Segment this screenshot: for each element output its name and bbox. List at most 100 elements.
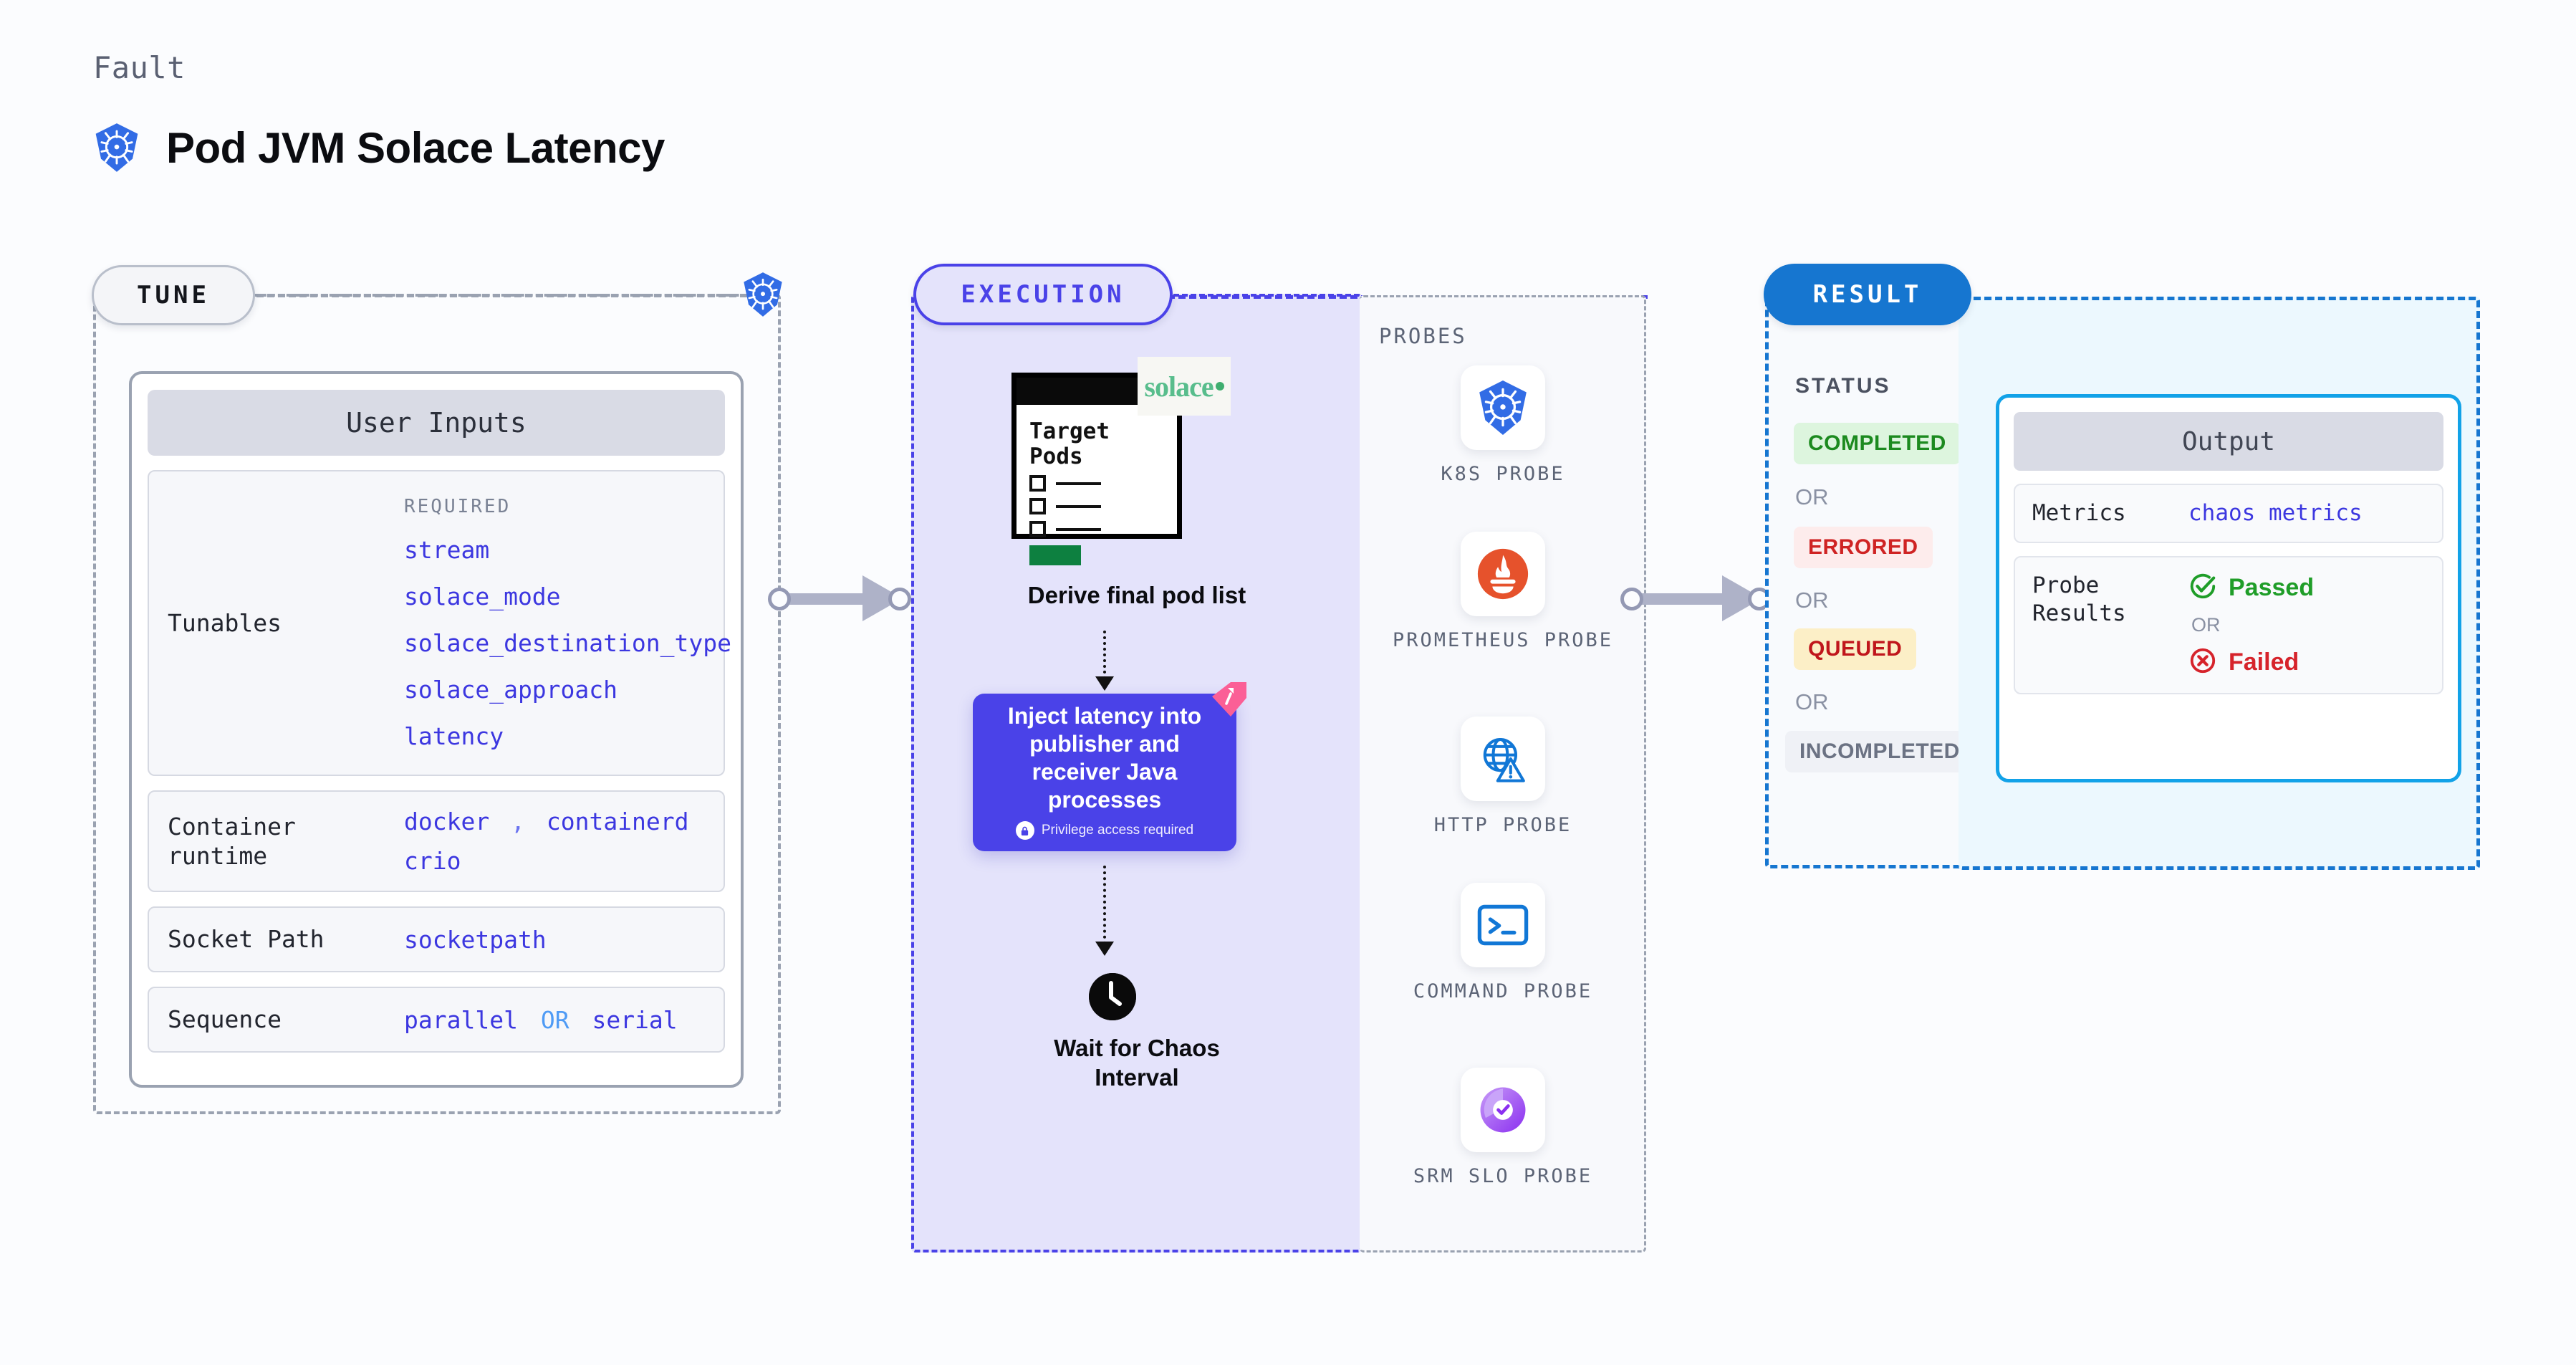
page-eyebrow: Fault [93, 50, 186, 85]
metrics-label: Metrics [2032, 500, 2126, 526]
x-circle-icon [2188, 646, 2217, 679]
tunable-solace-destination-type[interactable]: solace_destination_type [404, 629, 731, 657]
row-label-container-runtime: Container runtime [168, 812, 296, 870]
value-separator: , [511, 808, 525, 835]
doc-list-item [1029, 521, 1164, 538]
tunable-latency[interactable]: latency [404, 722, 504, 750]
required-label: REQUIRED [404, 496, 511, 517]
output-title: Output [2014, 412, 2443, 471]
tunable-stream[interactable]: stream [404, 536, 490, 564]
value-parallel[interactable]: parallel [404, 1005, 518, 1034]
kubernetes-icon [741, 271, 784, 322]
probe-item-http[interactable]: HTTP PROBE [1388, 717, 1618, 838]
probe-item-k8s[interactable]: K8S PROBE [1388, 365, 1618, 487]
table-row: Container runtime docker , containerd cr… [148, 790, 725, 892]
probe-results-label: Probe Results [2032, 572, 2126, 626]
output-card: Output Metrics chaos metrics Probe Resul… [1996, 394, 2461, 782]
status-badge-errored: ERRORED [1794, 527, 1933, 568]
row-label-sequence: Sequence [168, 1005, 282, 1034]
doc-list-item [1029, 475, 1164, 492]
kubernetes-icon [93, 122, 140, 173]
solace-dot-icon [1215, 382, 1224, 391]
privilege-note: Privilege access required [1015, 821, 1194, 840]
status-or-1: OR [1795, 484, 1829, 509]
probe-results-values: Passed OR Failed [2188, 572, 2314, 679]
node-caption-wait-interval: Wait for Chaos Interval [911, 1033, 1363, 1093]
tune-dashed-connector [256, 294, 758, 297]
probe-item-command[interactable]: COMMAND PROBE [1388, 883, 1618, 1005]
solace-wordmark: solace [1144, 370, 1213, 403]
node-caption-derive-pods: Derive final pod list [1027, 582, 1246, 608]
table-row: Socket Path socketpath [148, 906, 725, 972]
passed-label: Passed [2229, 573, 2315, 601]
row-values-container-runtime: docker , containerd crio [404, 808, 705, 875]
table-row: Tunables REQUIRED stream solace_mode sol… [148, 470, 731, 776]
probe-results-or: OR [2191, 613, 2221, 636]
doc-title-line2: Pods [1029, 443, 1083, 469]
probe-result-failed: Failed [2188, 646, 2314, 679]
probe-result-passed: Passed [2188, 572, 2314, 604]
result-pill-label[interactable]: RESULT [1764, 264, 1971, 325]
inject-latency-node[interactable]: Inject latency into publisher and receiv… [973, 694, 1236, 851]
target-pods-document-icon: Target Pods solace [1011, 357, 1231, 566]
user-inputs-card: User Inputs Tunables REQUIRED stream sol… [129, 371, 744, 1088]
doc-title-line1: Target [1029, 418, 1110, 444]
probe-label: COMMAND PROBE [1413, 980, 1593, 1002]
check-circle-icon [2188, 572, 2217, 604]
value-or: OR [540, 1005, 569, 1034]
tunable-solace-approach[interactable]: solace_approach [404, 676, 618, 704]
flow-arrow-icon [1095, 942, 1114, 956]
wait-caption-line2: Interval [1095, 1064, 1179, 1091]
wait-caption-line1: Wait for Chaos [1054, 1035, 1220, 1061]
table-row: Sequence parallel OR serial [148, 987, 725, 1053]
output-row-metrics: Metrics chaos metrics [2014, 484, 2443, 543]
probe-label: HTTP PROBE [1433, 814, 1572, 836]
user-inputs-title: User Inputs [148, 390, 725, 456]
status-or-2: OR [1795, 588, 1829, 613]
flow-arrow-icon [1095, 676, 1114, 691]
page-title-row: Pod JVM Solace Latency [93, 122, 665, 173]
flow-line [1103, 631, 1106, 679]
status-badge-incompleted: INCOMPLETED [1785, 731, 1974, 772]
probe-item-prometheus[interactable]: PROMETHEUS PROBE [1388, 532, 1618, 653]
value-crio[interactable]: crio [404, 847, 461, 875]
arrow-start-dot [1620, 588, 1643, 610]
status-or-3: OR [1795, 689, 1829, 714]
doc-progress-bar [1029, 545, 1081, 566]
probe-label: K8S PROBE [1441, 463, 1565, 485]
value-containerd[interactable]: containerd [546, 808, 689, 835]
failed-label: Failed [2229, 648, 2299, 676]
metrics-value[interactable]: chaos metrics [2188, 500, 2363, 527]
arrow-line [779, 593, 873, 605]
value-socketpath[interactable]: socketpath [404, 925, 547, 954]
tunable-solace-mode[interactable]: solace_mode [404, 583, 561, 610]
value-serial[interactable]: serial [592, 1005, 678, 1034]
kubernetes-icon [1461, 365, 1545, 450]
row-label-tunables: Tunables [168, 608, 282, 637]
doc-list-item [1029, 498, 1164, 515]
row-label-socket-path: Socket Path [168, 925, 325, 954]
terminal-icon [1461, 883, 1545, 967]
probes-title: PROBES [1379, 324, 1467, 348]
tune-pill-label[interactable]: TUNE [92, 265, 255, 325]
value-docker[interactable]: docker [404, 808, 490, 835]
srm-slo-donut-check-icon [1461, 1068, 1545, 1152]
lock-icon [1015, 821, 1034, 840]
row-values-tunables: REQUIRED stream solace_mode solace_desti… [404, 496, 731, 750]
inject-latency-text: Inject latency into publisher and receiv… [1007, 702, 1202, 813]
arrow-line [1632, 593, 1732, 605]
status-title: STATUS [1795, 374, 1891, 398]
status-badge-completed: COMPLETED [1794, 423, 1961, 464]
execution-pill-label[interactable]: EXECUTION [913, 264, 1173, 325]
probe-item-srm-slo[interactable]: SRM SLO PROBE [1388, 1068, 1618, 1189]
output-row-probe-results: Probe Results Passed OR [2014, 555, 2443, 694]
page-title: Pod JVM Solace Latency [166, 123, 665, 172]
litmus-ribbon-icon [1209, 682, 1246, 723]
arrow-end-dot [888, 588, 911, 610]
privilege-note-text: Privilege access required [1041, 823, 1194, 838]
arrow-start-dot [768, 588, 791, 610]
status-badge-queued: QUEUED [1794, 628, 1917, 670]
connector-execution-to-result [1620, 566, 1771, 631]
connector-tune-to-execution [768, 566, 911, 631]
